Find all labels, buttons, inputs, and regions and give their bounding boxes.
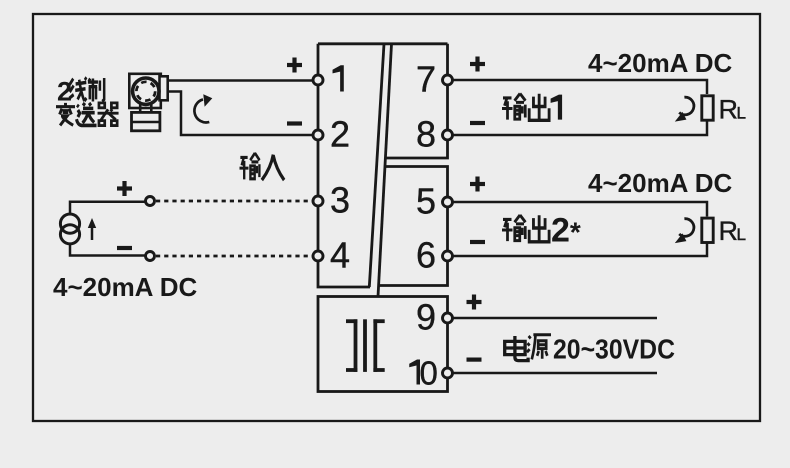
- svg-text:2*: 2*: [551, 212, 581, 250]
- svg-text:20~30VDC: 20~30VDC: [553, 334, 675, 365]
- svg-text:7: 7: [416, 59, 436, 100]
- svg-text:4~20mA DC: 4~20mA DC: [588, 168, 732, 198]
- svg-text:3: 3: [330, 180, 350, 221]
- svg-text:4~20mA DC: 4~20mA DC: [588, 48, 732, 78]
- svg-text:5: 5: [416, 181, 436, 222]
- svg-text:4~20mA DC: 4~20mA DC: [53, 272, 197, 302]
- svg-text:6: 6: [416, 235, 436, 276]
- svg-text:2: 2: [330, 114, 350, 155]
- svg-text:9: 9: [416, 297, 436, 338]
- svg-text:2: 2: [57, 77, 72, 107]
- svg-text:4: 4: [330, 235, 350, 276]
- svg-text:R: R: [719, 94, 739, 124]
- svg-text:8: 8: [416, 114, 436, 155]
- svg-text:L: L: [737, 103, 746, 122]
- svg-text:0: 0: [420, 355, 438, 392]
- svg-text:L: L: [737, 225, 746, 244]
- svg-text:R: R: [719, 216, 739, 246]
